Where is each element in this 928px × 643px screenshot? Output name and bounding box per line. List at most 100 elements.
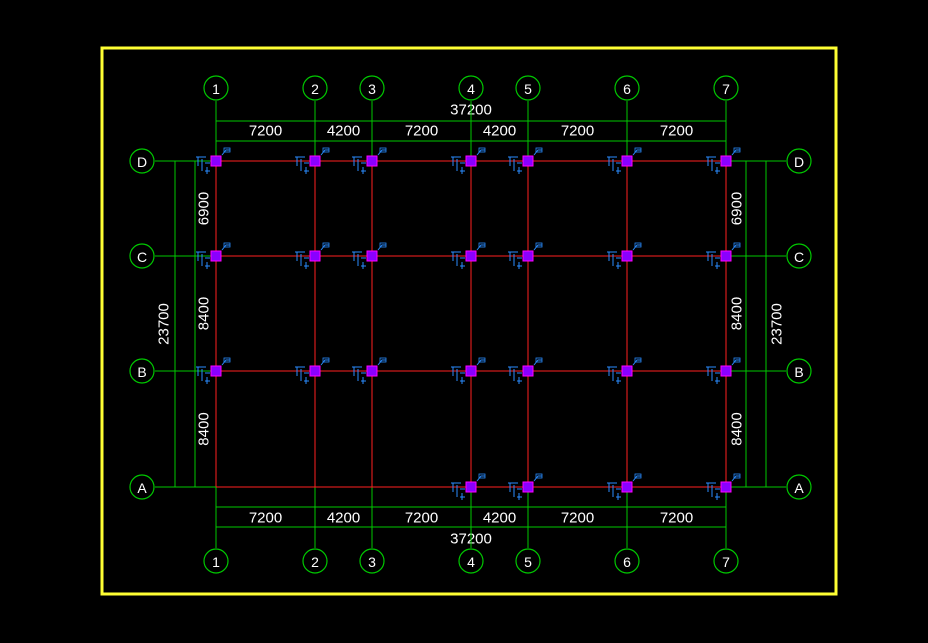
column-annotation-mark — [508, 359, 542, 384]
axis-bubble-top-6-label: 6 — [623, 81, 631, 97]
axis-bubble-top-6-circle — [614, 75, 640, 101]
column-B1 — [196, 357, 231, 384]
column-B3 — [352, 357, 387, 384]
dim-label-bottom-0: 7200 — [249, 510, 282, 527]
column-marker — [366, 155, 378, 167]
column-C5 — [508, 242, 543, 269]
column-C2 — [295, 242, 330, 269]
column-tag-mark — [478, 147, 486, 153]
column-marker — [720, 250, 732, 262]
column-A4 — [451, 473, 486, 500]
column-tag-mark — [535, 473, 543, 479]
column-D6 — [607, 147, 642, 174]
column-C7 — [706, 242, 741, 269]
column-A5 — [508, 473, 543, 500]
column-tag-mark — [322, 147, 330, 153]
column-marker — [522, 155, 534, 167]
axis-bubble-top-1-circle — [203, 75, 229, 101]
dim-total-right: 23700 — [769, 303, 786, 345]
column-marker — [465, 481, 477, 493]
dim-label-bottom-4: 7200 — [561, 510, 594, 527]
column-annotation-mark — [508, 244, 542, 269]
column-annotation-mark — [607, 149, 641, 174]
axis-bubble-right-D-circle — [786, 148, 812, 174]
dim-label-right-1: 8400 — [729, 297, 746, 330]
column-marker — [309, 365, 321, 377]
column-tag-mark — [634, 473, 642, 479]
axis-bubble-top-7-label: 7 — [722, 81, 730, 97]
column-marker — [210, 365, 222, 377]
axis-bubble-left-C: C — [129, 243, 155, 269]
column-C4 — [451, 242, 486, 269]
axis-bubble-left-C-label: C — [137, 249, 147, 265]
dim-label-top-4: 7200 — [561, 123, 594, 140]
column-tag-mark — [322, 242, 330, 248]
column-layer — [196, 147, 741, 500]
axis-bubble-left-B-label: B — [137, 364, 146, 380]
axis-bubble-right-C-label: C — [794, 249, 804, 265]
column-marker — [720, 365, 732, 377]
axis-bubble-bottom-6: 6 — [614, 548, 640, 574]
axis-bubble-right-A: A — [786, 474, 812, 500]
column-tag-mark — [223, 147, 231, 153]
axis-bubble-bottom-1: 1 — [203, 548, 229, 574]
column-annotation-mark — [706, 475, 740, 500]
column-marker — [309, 250, 321, 262]
column-D4 — [451, 147, 486, 174]
axis-bubble-left-D-circle — [129, 148, 155, 174]
column-marker — [366, 365, 378, 377]
dim-label-left-0: 6900 — [196, 192, 213, 225]
axis-bubble-bottom-5-circle — [515, 548, 541, 574]
column-annotation-mark — [607, 475, 641, 500]
column-B6 — [607, 357, 642, 384]
column-C6 — [607, 242, 642, 269]
column-marker — [309, 155, 321, 167]
column-marker — [522, 481, 534, 493]
axis-bubble-top-1: 1 — [203, 75, 229, 101]
column-marker — [465, 250, 477, 262]
column-B7 — [706, 357, 741, 384]
column-annotation-mark — [451, 475, 485, 500]
column-D1 — [196, 147, 231, 174]
column-marker — [621, 481, 633, 493]
column-annotation-mark — [706, 359, 740, 384]
column-C3 — [352, 242, 387, 269]
column-tag-mark — [535, 242, 543, 248]
column-marker — [621, 155, 633, 167]
column-annotation-mark — [196, 244, 230, 269]
axis-bubble-bottom-5: 5 — [515, 548, 541, 574]
axis-bubble-bottom-1-label: 1 — [212, 554, 220, 570]
column-marker — [720, 155, 732, 167]
column-A6 — [607, 473, 642, 500]
axis-bubble-bottom-4: 4 — [458, 548, 484, 574]
column-annotation-mark — [295, 149, 329, 174]
column-D7 — [706, 147, 741, 174]
dim-label-top-1: 4200 — [327, 123, 360, 140]
column-tag-mark — [733, 242, 741, 248]
column-tag-mark — [223, 242, 231, 248]
axis-bubble-top-2-circle — [302, 75, 328, 101]
axis-bubble-left-A: A — [129, 474, 155, 500]
axis-bubble-top-5-circle — [515, 75, 541, 101]
column-annotation-mark — [352, 359, 386, 384]
column-marker — [465, 155, 477, 167]
axis-bubble-top-2-label: 2 — [311, 81, 319, 97]
column-D2 — [295, 147, 330, 174]
axis-bubble-right-C: C — [786, 243, 812, 269]
column-annotation-mark — [508, 475, 542, 500]
dim-label-top-0: 7200 — [249, 123, 282, 140]
dim-label-bottom-5: 7200 — [660, 510, 693, 527]
axis-bubble-bottom-3-label: 3 — [368, 554, 376, 570]
column-tag-mark — [733, 473, 741, 479]
drawing-frame — [100, 46, 838, 596]
grid-line-layer — [155, 101, 786, 548]
column-annotation-mark — [607, 359, 641, 384]
column-C1 — [196, 242, 231, 269]
dim-total-left: 23700 — [156, 303, 173, 345]
axis-bubble-bottom-7: 7 — [713, 548, 739, 574]
axis-bubble-top-6: 6 — [614, 75, 640, 101]
dim-label-bottom-3: 4200 — [483, 510, 516, 527]
column-tag-mark — [379, 147, 387, 153]
